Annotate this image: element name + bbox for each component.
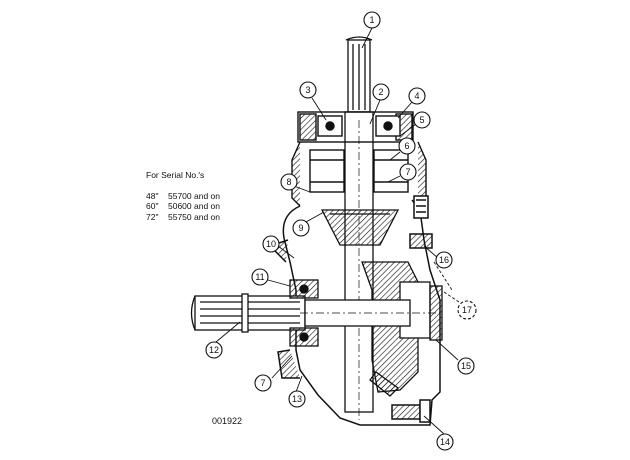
serial-info: For Serial No.'s 48" 55700 and on 60" 5060… bbox=[146, 170, 220, 223]
main-housing bbox=[268, 195, 441, 426]
callout-2: 2 bbox=[372, 83, 390, 101]
drawing-number: 001922 bbox=[212, 416, 243, 426]
callout-15: 15 bbox=[457, 357, 475, 375]
callout-1: 1 bbox=[363, 11, 381, 29]
svg-text:15: 15 bbox=[461, 361, 471, 371]
svg-text:8: 8 bbox=[286, 177, 291, 187]
callout-leaders bbox=[215, 27, 463, 435]
serial-info-title: For Serial No.'s bbox=[146, 170, 205, 180]
upper-housing bbox=[291, 111, 427, 207]
output-shaft bbox=[190, 279, 443, 347]
serial-value: 50600 and on bbox=[168, 201, 220, 212]
callout-16: 16 bbox=[435, 251, 453, 269]
serial-size: 72" bbox=[146, 211, 159, 222]
input-shaft bbox=[344, 36, 374, 420]
serial-value: 55700 and on bbox=[168, 190, 220, 201]
callout-4: 4 bbox=[408, 87, 426, 105]
callout-7-upper: 7 bbox=[399, 163, 417, 181]
svg-text:7: 7 bbox=[260, 378, 265, 388]
serial-row: 60" 50600 and on bbox=[146, 201, 220, 212]
callout-11: 11 bbox=[251, 268, 269, 286]
svg-text:6: 6 bbox=[404, 141, 409, 151]
svg-text:12: 12 bbox=[209, 345, 219, 355]
callout-8: 8 bbox=[280, 173, 298, 191]
callout-9: 9 bbox=[292, 219, 310, 237]
svg-text:11: 11 bbox=[255, 272, 264, 282]
svg-text:17: 17 bbox=[462, 305, 472, 315]
callout-14: 14 bbox=[436, 433, 454, 451]
svg-text:7: 7 bbox=[405, 167, 410, 177]
callout-5: 5 bbox=[413, 111, 431, 129]
svg-text:1: 1 bbox=[369, 15, 374, 25]
svg-text:5: 5 bbox=[419, 115, 424, 125]
svg-text:2: 2 bbox=[378, 87, 383, 97]
callout-12: 12 bbox=[205, 341, 223, 359]
svg-text:14: 14 bbox=[440, 437, 450, 447]
serial-size: 48" bbox=[146, 190, 159, 201]
svg-text:16: 16 bbox=[439, 255, 449, 265]
callout-3: 3 bbox=[299, 81, 317, 99]
callout-10: 10 bbox=[262, 235, 280, 253]
callout-7-lower: 7 bbox=[254, 374, 272, 392]
callout-13: 13 bbox=[288, 390, 306, 408]
callout-markers: 1 2 3 4 5 6 7 8 9 10 11 12 7 13 14 15 16… bbox=[205, 11, 477, 451]
serial-value: 55750 and on bbox=[168, 211, 220, 222]
serial-row: 48" 55700 and on bbox=[146, 191, 220, 202]
svg-text:4: 4 bbox=[414, 91, 419, 101]
callout-6: 6 bbox=[398, 137, 416, 155]
callout-17: 17 bbox=[457, 300, 477, 320]
svg-text:3: 3 bbox=[305, 85, 310, 95]
svg-text:10: 10 bbox=[266, 239, 276, 249]
svg-text:9: 9 bbox=[298, 223, 303, 233]
bevel-gear-upper bbox=[320, 209, 400, 246]
svg-text:13: 13 bbox=[292, 394, 302, 404]
serial-size: 60" bbox=[146, 201, 159, 212]
serial-row: 72" 55750 and on bbox=[146, 212, 220, 223]
